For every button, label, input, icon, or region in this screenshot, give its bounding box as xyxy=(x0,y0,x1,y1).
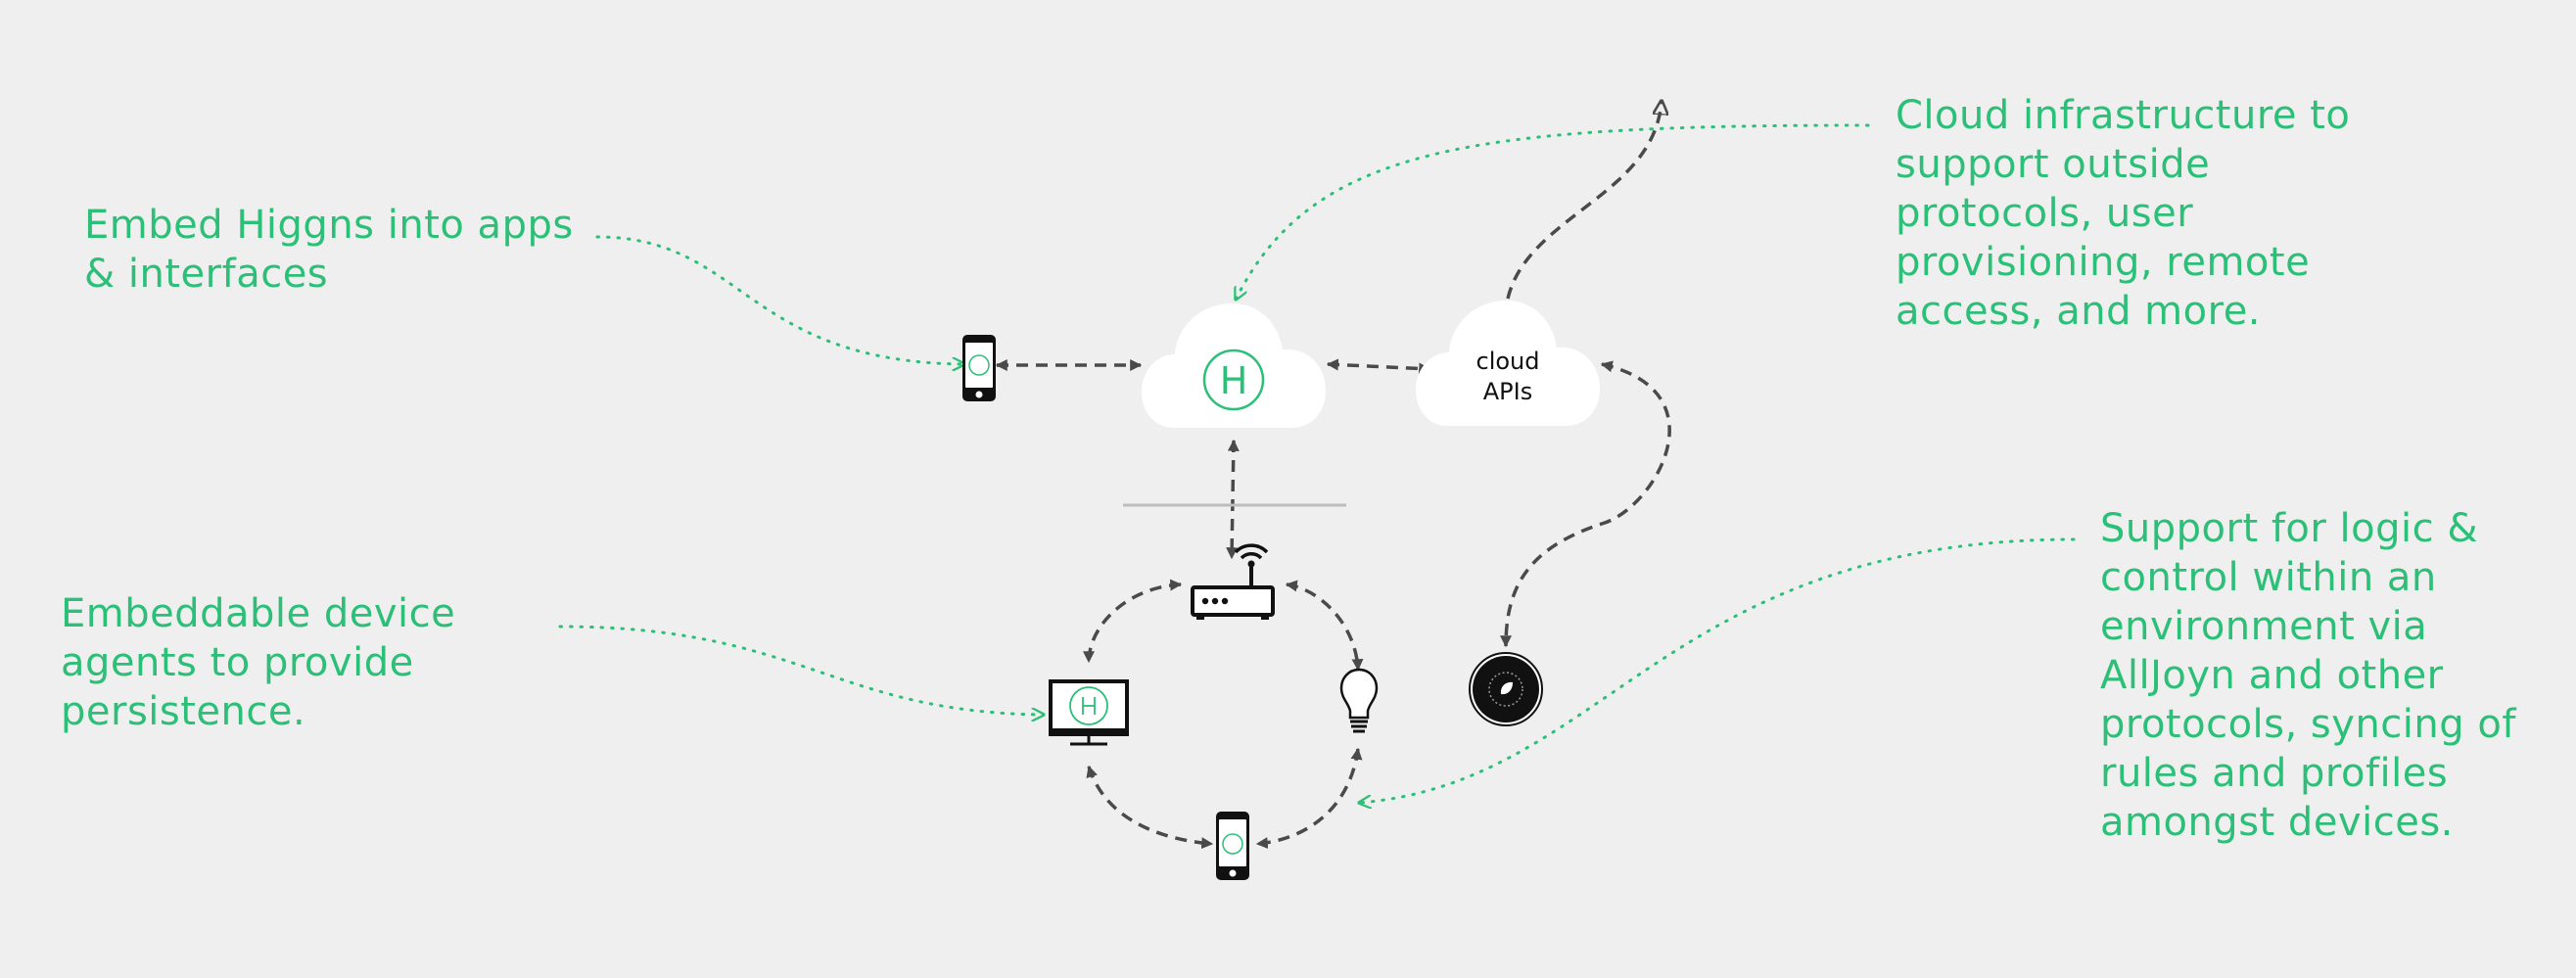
smartphone-icon xyxy=(1216,812,1249,880)
caption-line: access, and more. xyxy=(1896,289,2262,334)
caption-line: persistence. xyxy=(61,689,306,734)
arrow-higgns-cloud-to-cloud-apis xyxy=(1326,358,1431,375)
router-icon xyxy=(1191,543,1275,620)
monitor-icon xyxy=(1049,679,1129,746)
caption-line: Embeddable device xyxy=(61,591,456,636)
caption-device-agents: Embeddable device agents to provide pers… xyxy=(61,589,455,736)
caption-line: Support for logic & xyxy=(2100,506,2479,551)
caption-line: & interfaces xyxy=(84,252,329,297)
cloud-apis: cloud APIs xyxy=(1416,300,1600,426)
caption-embed-apps: Embed Higgns into apps & interfaces xyxy=(84,201,574,299)
higgns-logo-icon xyxy=(1202,349,1265,411)
lightbulb-icon xyxy=(1339,668,1379,733)
callout-embed-apps xyxy=(595,235,966,364)
caption-line: environment via xyxy=(2100,604,2428,649)
caption-line: Cloud infrastructure to xyxy=(1896,93,2351,138)
caption-line: provisioning, remote xyxy=(1896,240,2311,285)
thermostat-icon xyxy=(1469,652,1543,726)
arrow-higgns-cloud-to-router xyxy=(1226,439,1240,560)
caption-line: support outside xyxy=(1896,142,2211,187)
callout-local-logic xyxy=(1359,537,2076,803)
smartphone-icon xyxy=(962,335,996,401)
higgns-logo-letter: H xyxy=(1220,359,1248,402)
higgns-cloud: H xyxy=(1142,303,1326,428)
arrow-cloud-apis-to-internet xyxy=(1506,101,1662,300)
caption-line: protocols, syncing of xyxy=(2100,702,2516,747)
callout-device-agents xyxy=(558,625,1046,715)
cloud-apis-label-line1: cloud xyxy=(1476,348,1540,375)
arrow-router-to-lightbulb xyxy=(1285,580,1364,672)
callout-cloud-infra xyxy=(1236,123,1870,300)
caption-local-logic: Support for logic & control within an en… xyxy=(2100,504,2516,847)
caption-cloud-infrastructure: Cloud infrastructure to support outside … xyxy=(1896,91,2350,336)
caption-line: amongst devices. xyxy=(2100,800,2454,845)
arrow-cloud-apis-to-thermostat xyxy=(1500,360,1671,648)
caption-line: AllJoyn and other xyxy=(2100,653,2444,698)
caption-line: protocols, user xyxy=(1896,191,2194,236)
cloud-apis-label-line2: APIs xyxy=(1483,378,1532,405)
caption-line: rules and profiles xyxy=(2100,751,2449,796)
caption-line: control within an xyxy=(2100,555,2437,600)
arrow-lightbulb-to-phone xyxy=(1255,747,1363,850)
arrow-router-to-monitor xyxy=(1083,579,1183,664)
arrow-monitor-to-phone xyxy=(1086,765,1214,850)
caption-line: Embed Higgns into apps xyxy=(84,203,574,248)
caption-line: agents to provide xyxy=(61,640,414,685)
